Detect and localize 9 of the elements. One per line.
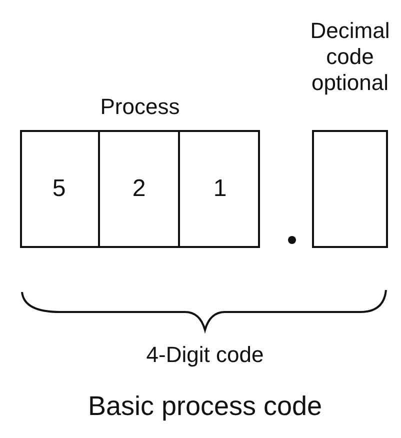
digit: 5 [52,175,66,203]
code-box [312,130,388,248]
box-heading: Process [99,94,181,120]
title: Basic process code [86,390,324,422]
code-box [20,130,260,248]
digit: 2 [132,175,146,203]
box-heading: Decimal code optional [309,18,391,96]
digit: 1 [213,175,227,203]
bracket-label: 4-Digit code [145,342,265,368]
